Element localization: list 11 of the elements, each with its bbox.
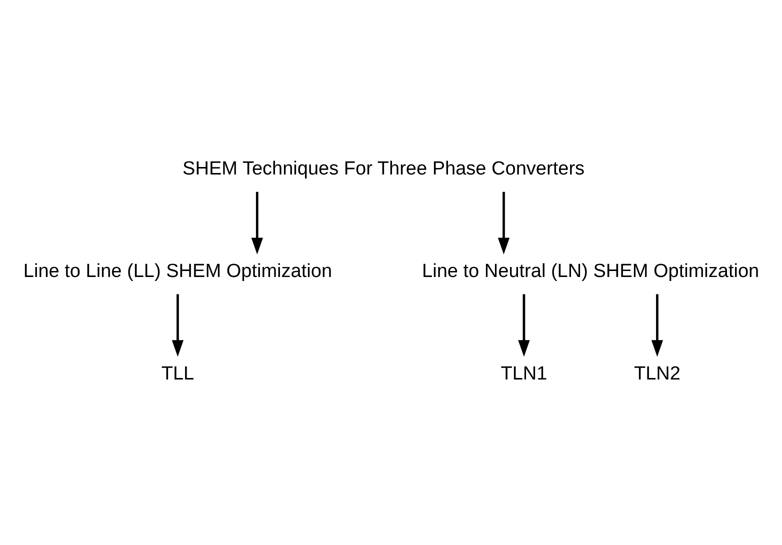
arrow bbox=[172, 294, 184, 357]
node-text: Line to Line (LL) SHEM Optimization bbox=[23, 261, 332, 282]
arrow bbox=[251, 192, 263, 254]
node-text: Line to Neutral (LN) SHEM Optimization bbox=[422, 261, 760, 282]
node-text: SHEM Techniques For Three Phase Converters bbox=[182, 158, 585, 180]
node-text: TLN1 bbox=[500, 363, 548, 384]
arrow bbox=[518, 294, 530, 357]
arrow bbox=[651, 294, 664, 357]
node-text: TLN2 bbox=[634, 363, 680, 384]
node-text: TLL bbox=[161, 363, 194, 384]
arrow bbox=[498, 192, 510, 254]
